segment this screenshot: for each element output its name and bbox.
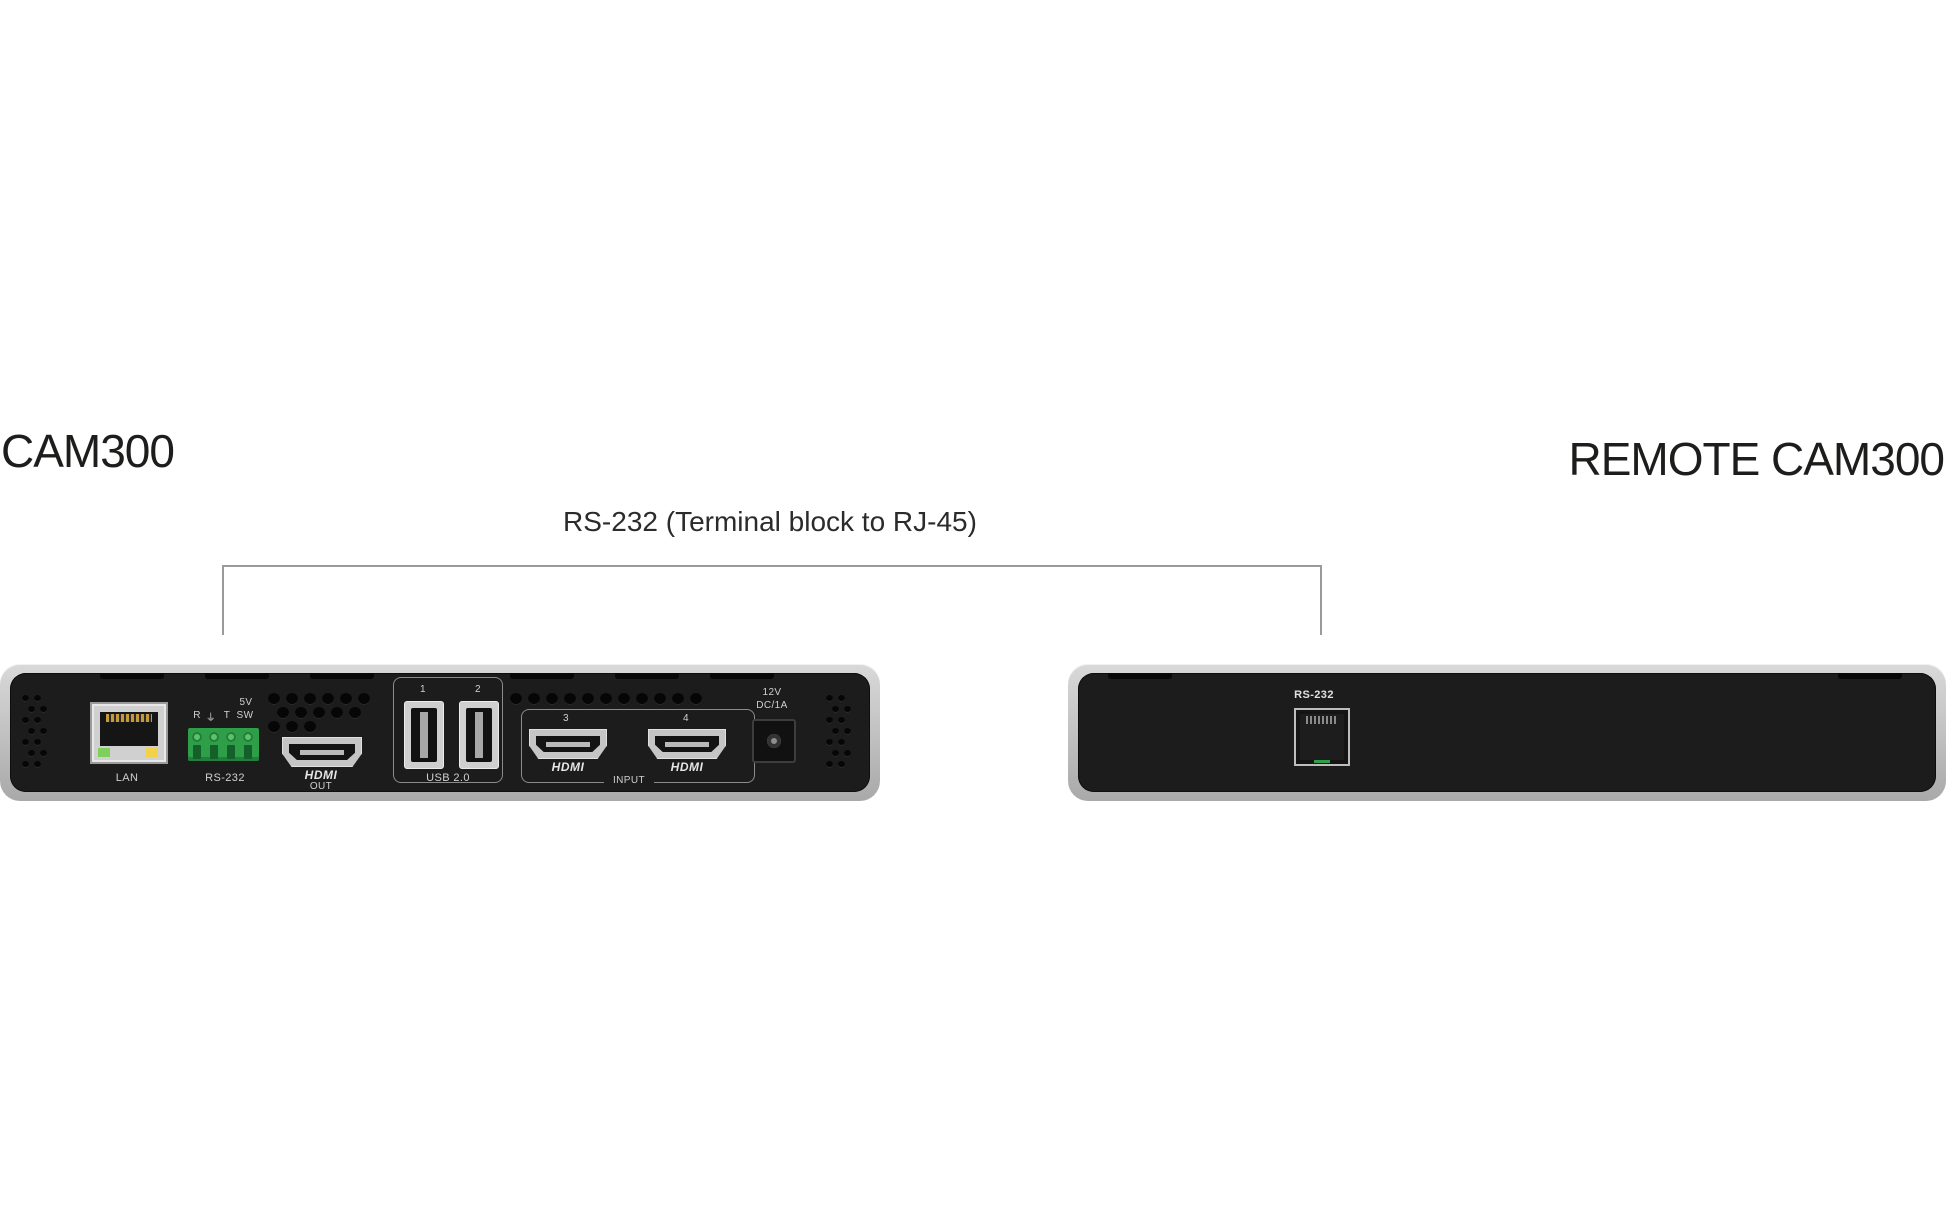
left-vent-grille xyxy=(10,673,68,792)
rs232-pin-r-label: R xyxy=(193,710,201,721)
hex-vent-grille xyxy=(510,693,720,713)
top-vent-slot xyxy=(310,673,374,679)
rs232-label: RS-232 xyxy=(205,772,245,784)
hdmi-out-logo: HDMI xyxy=(304,768,338,782)
ground-icon: ⏚ xyxy=(205,713,217,724)
usb-label: USB 2.0 xyxy=(426,772,470,784)
right-vent-grille xyxy=(812,673,870,792)
cam300-rear-panel: LAN 5V R ⏚ T SW RS-232 HDMI OUT 1 2 xyxy=(10,673,870,792)
remote-rs232-label: RS-232 xyxy=(1294,689,1334,701)
remote-rs232-port[interactable] xyxy=(1294,708,1350,766)
remote-cam300-device: RS-232 xyxy=(1068,664,1946,801)
hdmi-input-3-logo: HDMI xyxy=(551,760,585,774)
top-vent-slot xyxy=(100,673,164,679)
dc-power-jack-icon xyxy=(767,734,781,748)
hdmi-input-4-logo: HDMI xyxy=(670,760,704,774)
top-vent-slot xyxy=(615,673,679,679)
hdmi-in-4-number: 4 xyxy=(683,713,689,724)
power-voltage-label: 12V xyxy=(762,687,782,698)
usb-group-outline xyxy=(393,677,503,783)
usb-2-number: 2 xyxy=(475,684,481,695)
top-vent-slot xyxy=(205,673,269,679)
input-label: INPUT xyxy=(604,775,654,786)
usb-1-number: 1 xyxy=(420,684,426,695)
hex-vent-grille xyxy=(268,693,388,733)
remote-rs232-led xyxy=(1314,760,1330,763)
bracket-top-line xyxy=(222,565,1322,567)
rs232-pin-t-label: T xyxy=(223,710,231,721)
hdmi-out-label: OUT xyxy=(309,781,333,792)
bracket-left-leg xyxy=(222,565,224,635)
hdmi-input-4-port[interactable] xyxy=(648,729,726,759)
remote-cam300-title: REMOTE CAM300 xyxy=(1568,433,1945,485)
top-vent-slot xyxy=(1108,673,1172,679)
usb-port-2[interactable] xyxy=(459,701,499,769)
lan-link-led xyxy=(98,748,110,757)
hdmi-out-port[interactable] xyxy=(282,737,362,767)
lan-port-pins xyxy=(106,714,152,722)
lan-port[interactable] xyxy=(90,702,168,764)
hdmi-input-3-port[interactable] xyxy=(529,729,607,759)
bracket-right-leg xyxy=(1320,565,1322,635)
remote-cam300-rear-panel: RS-232 xyxy=(1078,673,1936,792)
connection-label: RS-232 (Terminal block to RJ-45) xyxy=(563,506,977,537)
dc-power-port[interactable] xyxy=(752,719,796,763)
rs232-terminal-block[interactable] xyxy=(188,728,259,761)
lan-activity-led xyxy=(146,748,158,757)
top-vent-slot xyxy=(510,673,574,679)
remote-rs232-pins xyxy=(1306,716,1338,724)
top-vent-slot xyxy=(710,673,774,679)
hdmi-in-3-number: 3 xyxy=(563,713,569,724)
lan-label: LAN xyxy=(115,772,139,784)
usb-port-1[interactable] xyxy=(404,701,444,769)
rs232-5v-label: 5V xyxy=(239,697,253,708)
top-vent-slot xyxy=(1838,673,1902,679)
cam300-device: LAN 5V R ⏚ T SW RS-232 HDMI OUT 1 2 xyxy=(0,664,880,801)
power-rating-label: DC/1A xyxy=(756,700,788,711)
rs232-pin-sw-label: SW xyxy=(236,710,254,721)
cam300-title: CAM300 xyxy=(1,425,175,477)
